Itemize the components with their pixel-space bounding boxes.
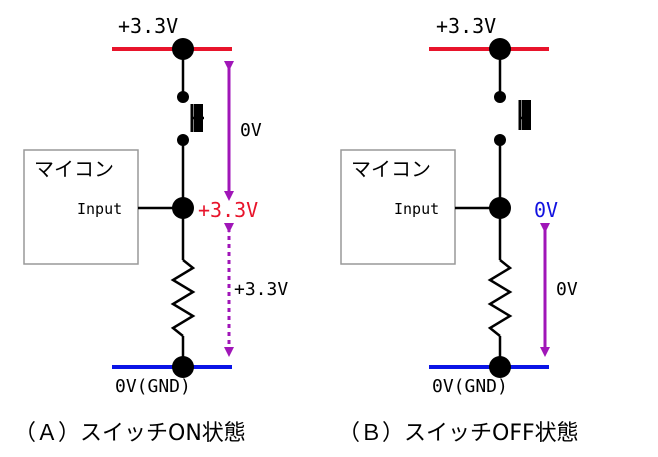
switch-drop-label-a: 0V	[240, 120, 262, 141]
caption-a: （Ａ）スイッチON状態	[14, 421, 246, 446]
input-label-b: Input	[394, 200, 439, 218]
supply-label-a: +3.3V	[118, 14, 178, 38]
ground-label-a: 0V(GND)	[115, 376, 191, 397]
supply-node-b	[489, 38, 511, 60]
mcu-label-a: マイコン	[34, 157, 114, 181]
circuit-a: +3.3V 0V(GND) マイコン Input 0V +3.3V	[14, 14, 288, 446]
supply-label-b: +3.3V	[436, 14, 496, 38]
pull-down-resistor-a	[170, 259, 196, 337]
input-label-a: Input	[77, 200, 122, 218]
push-switch-b	[494, 91, 531, 146]
resistor-drop-label-b: 0V	[556, 279, 578, 300]
circuit-b: +3.3V 0V(GND) マイコン Input 0V 0V （Ｂ）スイッチOF…	[338, 14, 579, 446]
ground-node-b	[489, 356, 511, 378]
node-voltage-label-a: +3.3V	[198, 198, 258, 222]
ground-node-a	[172, 356, 194, 378]
mcu-label-b: マイコン	[351, 157, 431, 181]
pull-down-resistor-b	[487, 259, 513, 337]
push-switch-a	[177, 91, 204, 146]
resistor-drop-label-a: +3.3V	[234, 279, 288, 300]
caption-b: （Ｂ）スイッチOFF状態	[338, 421, 579, 446]
node-voltage-label-b: 0V	[534, 198, 558, 222]
ground-label-b: 0V(GND)	[432, 376, 508, 397]
supply-node-a	[172, 38, 194, 60]
